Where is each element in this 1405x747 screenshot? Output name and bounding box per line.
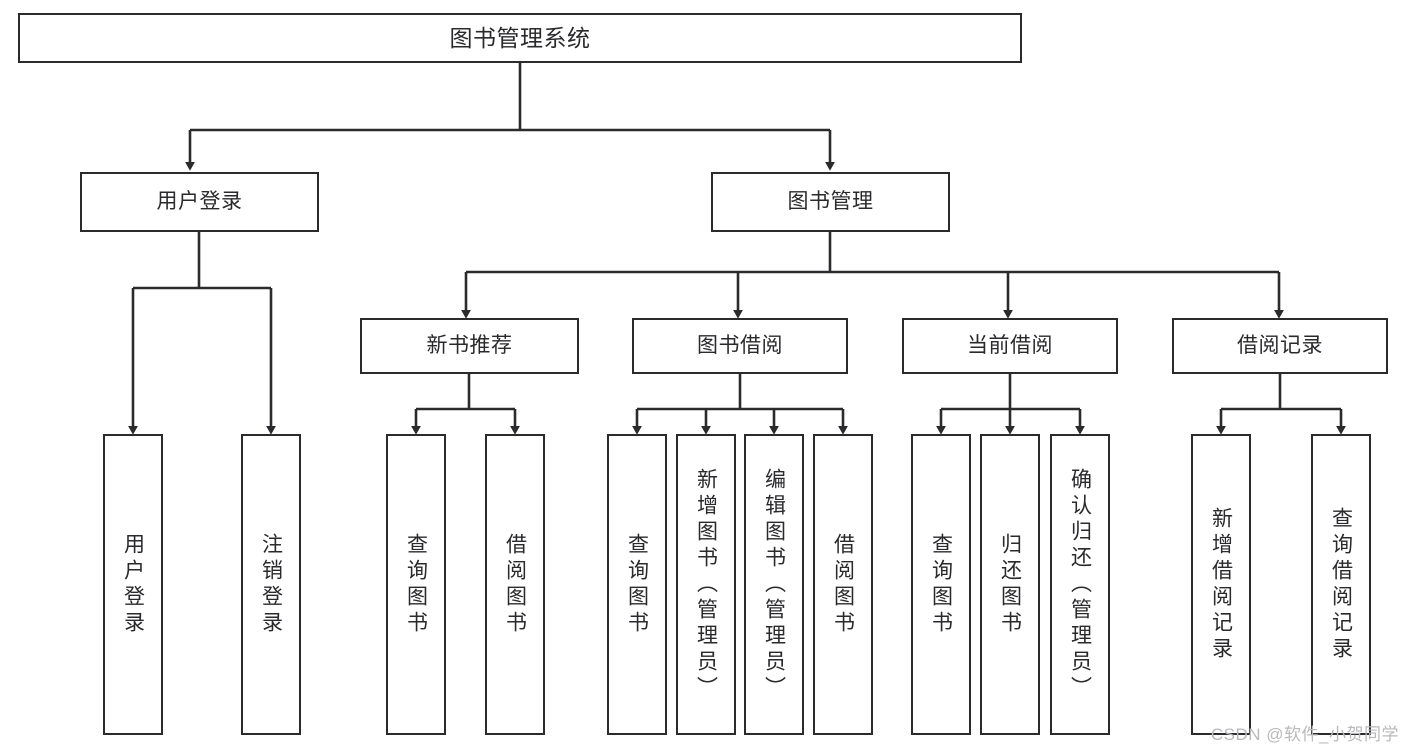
leaf-logout[interactable]: 注销登录	[241, 434, 301, 735]
leaf-query-borrow-record[interactable]: 查询借阅记录	[1311, 434, 1371, 735]
leaf-confirm-return-admin[interactable]: 确认归还（管理员）	[1050, 434, 1110, 735]
watermark: CSDN @软件_小贺同学	[1210, 725, 1399, 744]
leaf-add-borrow-record[interactable]: 新增借阅记录	[1191, 434, 1251, 735]
leaf-label: 确认归还（管理员）	[1068, 467, 1092, 702]
leaf-borrow-books-recommend[interactable]: 借阅图书	[485, 434, 545, 735]
node-label: 图书借阅	[697, 333, 783, 357]
leaf-label: 新增借阅记录	[1209, 506, 1233, 663]
node-book-borrow[interactable]: 图书借阅	[632, 318, 848, 374]
leaf-label: 查询图书	[929, 532, 953, 637]
node-current-borrow[interactable]: 当前借阅	[902, 318, 1118, 374]
leaf-label: 用户登录	[121, 532, 145, 637]
leaf-label: 借阅图书	[503, 532, 527, 637]
node-label: 当前借阅	[967, 333, 1053, 357]
leaf-label: 编辑图书（管理员）	[762, 467, 786, 702]
node-borrow-records[interactable]: 借阅记录	[1172, 318, 1388, 374]
leaf-label: 注销登录	[259, 532, 283, 637]
leaf-label: 查询图书	[625, 532, 649, 637]
node-label: 用户登录	[156, 189, 243, 213]
leaf-label: 查询图书	[404, 532, 428, 637]
leaf-label: 查询借阅记录	[1329, 506, 1353, 663]
leaf-label: 归还图书	[998, 532, 1022, 637]
leaf-return-book[interactable]: 归还图书	[980, 434, 1040, 735]
leaf-add-book-admin[interactable]: 新增图书（管理员）	[676, 434, 736, 735]
leaf-label: 借阅图书	[831, 532, 855, 637]
leaf-edit-book-admin[interactable]: 编辑图书（管理员）	[744, 434, 804, 735]
leaf-borrow-book[interactable]: 借阅图书	[813, 434, 873, 735]
node-label: 图书管理	[787, 189, 874, 213]
node-label: 借阅记录	[1237, 333, 1323, 357]
leaf-user-login[interactable]: 用户登录	[103, 434, 163, 735]
node-book-management[interactable]: 图书管理	[711, 172, 950, 232]
node-user-login[interactable]: 用户登录	[80, 172, 319, 232]
leaf-label: 新增图书（管理员）	[694, 467, 718, 702]
leaf-query-books-current[interactable]: 查询图书	[911, 434, 971, 735]
leaf-query-books-recommend[interactable]: 查询图书	[386, 434, 446, 735]
leaf-query-books-borrow[interactable]: 查询图书	[607, 434, 667, 735]
node-new-book-recommend[interactable]: 新书推荐	[360, 318, 579, 374]
node-label: 图书管理系统	[449, 24, 591, 51]
node-root[interactable]: 图书管理系统	[18, 13, 1022, 63]
node-label: 新书推荐	[426, 333, 513, 357]
